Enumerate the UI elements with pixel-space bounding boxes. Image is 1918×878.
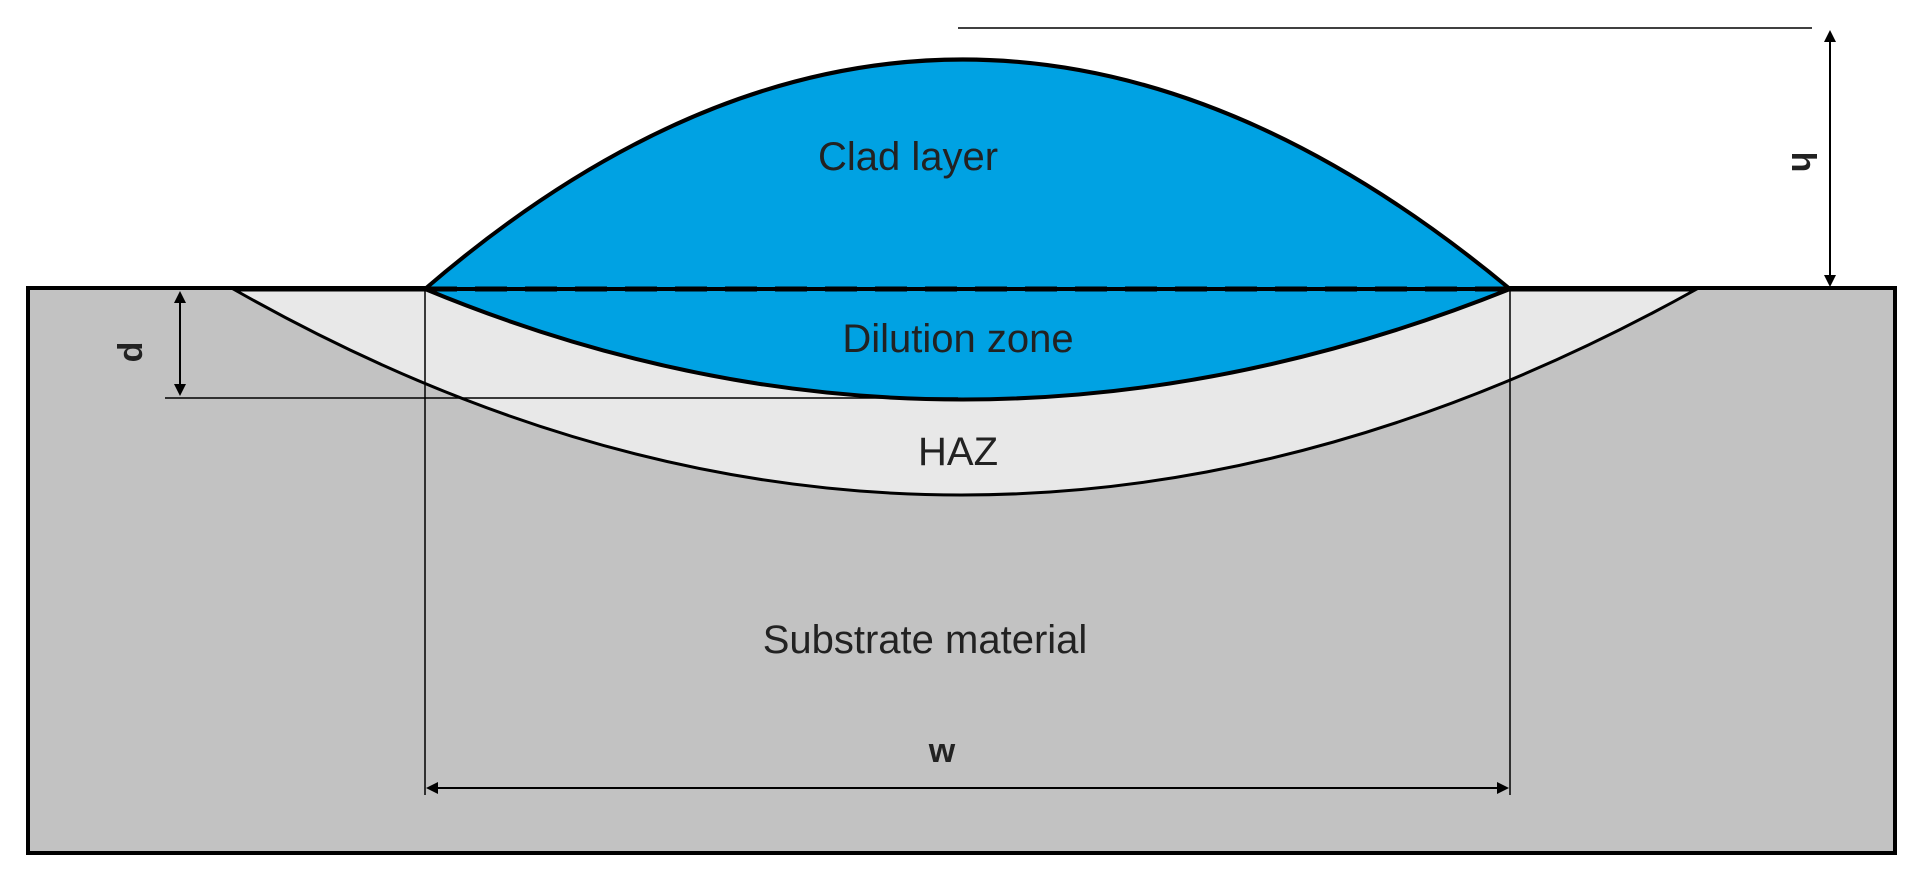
clad-layer-region — [419, 57, 1516, 291]
dilution-zone-region — [424, 287, 1511, 402]
substrate-material-label: Substrate material — [763, 618, 1088, 662]
haz-label: HAZ — [918, 430, 998, 474]
clad-layer-label: Clad layer — [818, 135, 998, 179]
width-dimension-label: w — [928, 732, 956, 770]
height-dimension-label: h — [1784, 152, 1822, 173]
depth-dimension-label: d — [112, 342, 150, 363]
dilution-zone-label: Dilution zone — [842, 317, 1073, 361]
